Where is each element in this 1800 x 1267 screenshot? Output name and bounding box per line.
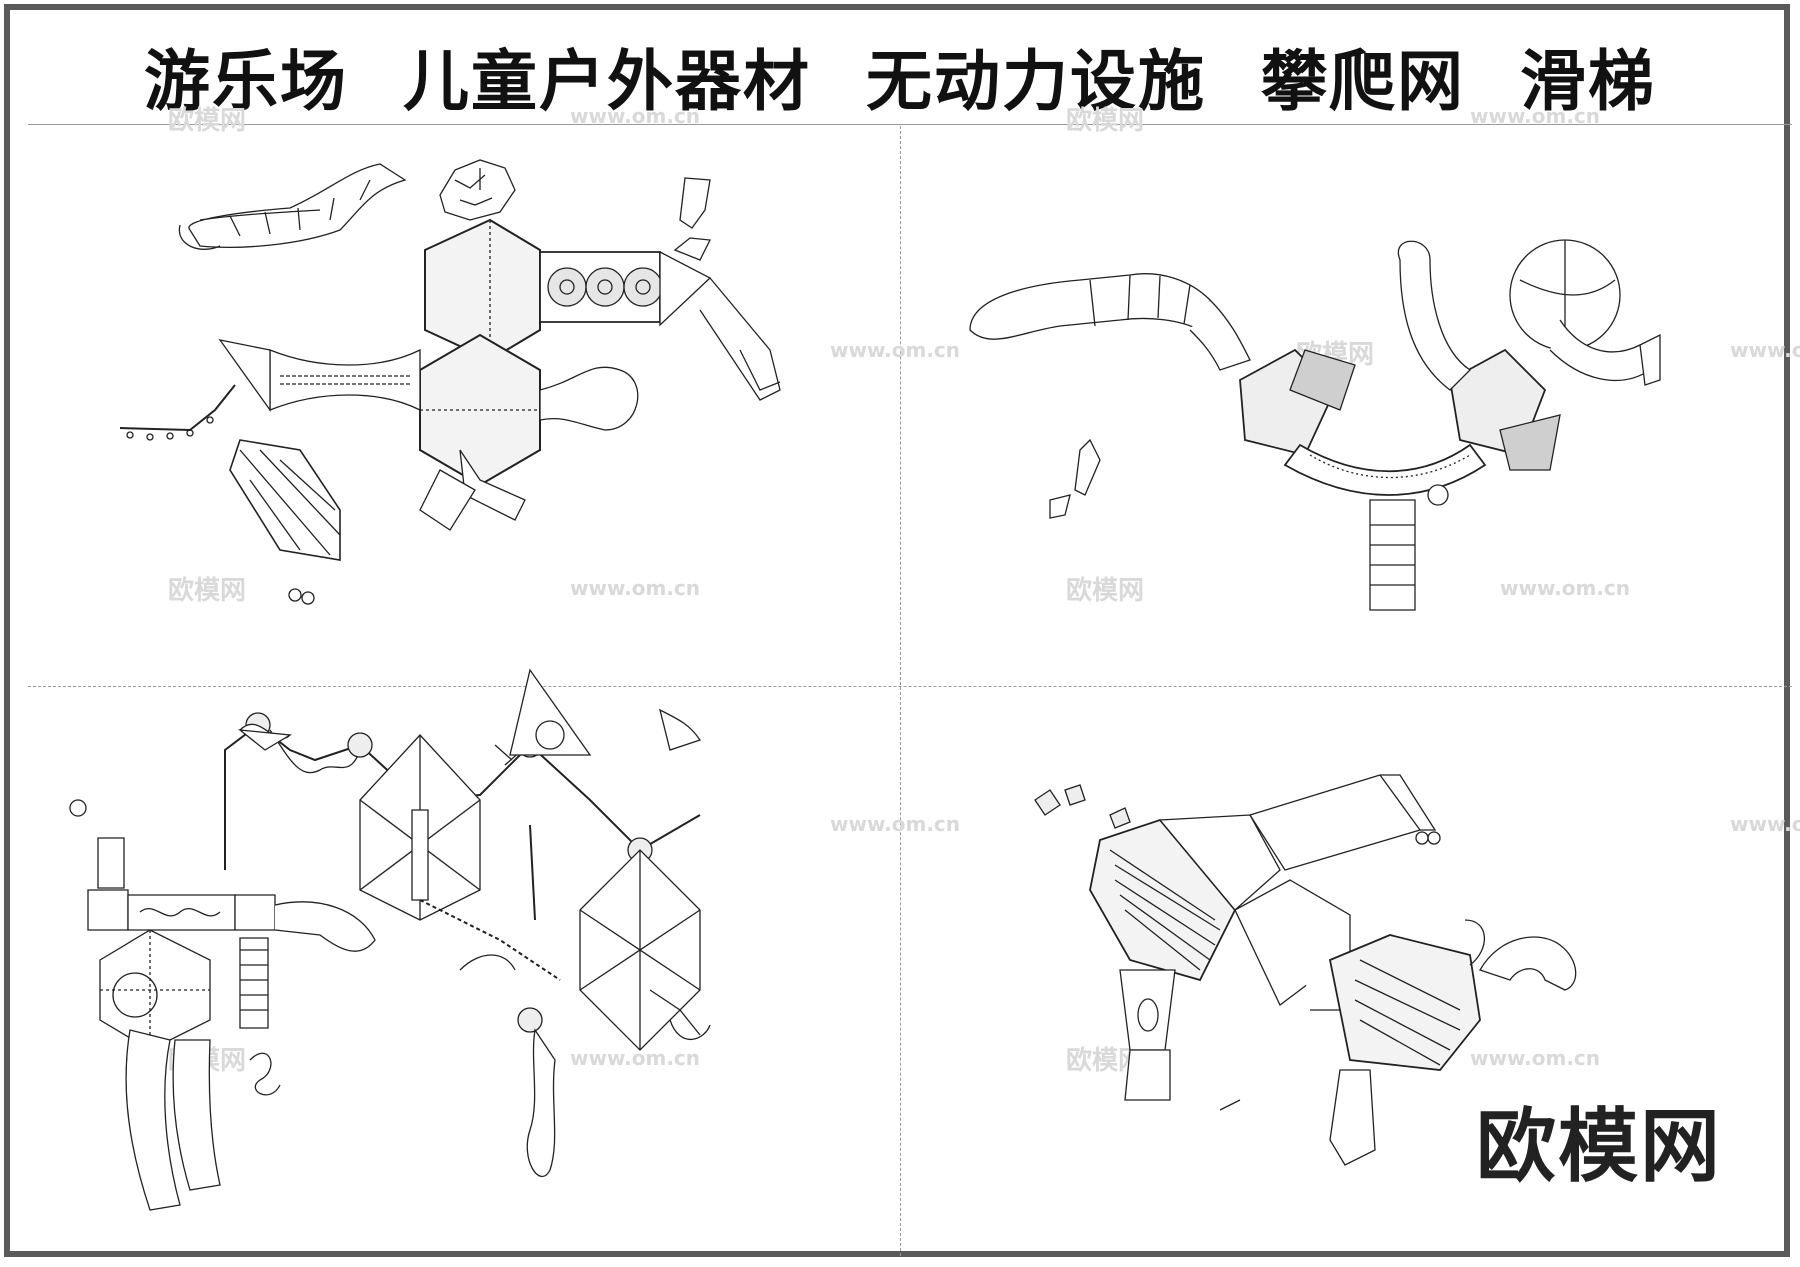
playground-plan-top-right — [960, 240, 1700, 620]
playground-plan-bottom-right — [1020, 770, 1700, 1230]
watermark-url: www.om.cn — [570, 576, 701, 600]
corner-watermark-logo: 欧模网 — [1476, 1100, 1722, 1193]
vertical-divider — [900, 126, 901, 1256]
watermark-url: www.om.cn — [1730, 338, 1800, 362]
watermark-url: www.om.cn — [1730, 812, 1800, 836]
watermark-url: www.om.cn — [830, 338, 961, 362]
watermark-url: www.om.cn — [1500, 576, 1631, 600]
watermark-url: www.om.cn — [1470, 104, 1601, 128]
watermark-brand: 欧模网 — [168, 106, 247, 136]
playground-plan-top-left — [120, 150, 780, 670]
watermark-url: www.om.cn — [570, 104, 701, 128]
watermark-brand: 欧模网 — [168, 576, 247, 606]
watermark-url: www.om.cn — [1470, 1046, 1601, 1070]
title-underline — [28, 124, 1792, 125]
horizontal-divider — [28, 686, 1792, 687]
watermark-url: www.om.cn — [830, 812, 961, 836]
playground-plan-bottom-left — [60, 690, 880, 1240]
drawing-title: 游乐场 儿童户外器材 无动力设施 攀爬网 滑梯 — [144, 43, 1656, 120]
watermark-url: www.om.cn — [570, 1046, 701, 1070]
watermark-brand: 欧模网 — [1066, 106, 1145, 136]
watermark-brand: 欧模网 — [1066, 576, 1145, 606]
